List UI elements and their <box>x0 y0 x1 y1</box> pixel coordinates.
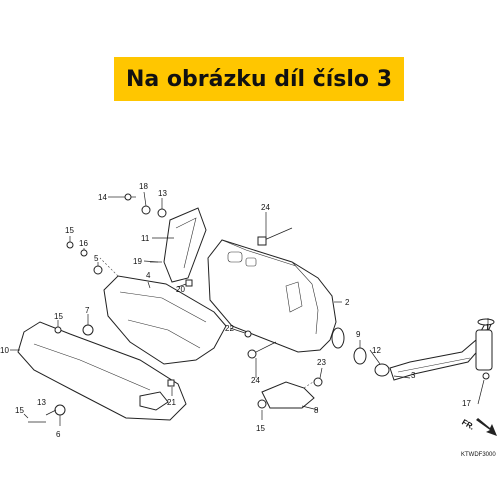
callout-6: 6 <box>56 430 61 439</box>
callout-18: 16 <box>79 239 88 248</box>
heat-shield <box>163 207 207 283</box>
callout-5: 5 <box>94 254 99 263</box>
callout-24: 24 <box>251 376 260 385</box>
callout-7: 7 <box>85 306 90 315</box>
gasket-clamp <box>353 347 390 377</box>
callout-3: 3 <box>411 371 416 380</box>
callout-1: 1 <box>485 323 490 332</box>
callout-16: 15 <box>54 312 63 321</box>
callout-15: 14 <box>98 193 107 202</box>
callout-19: 17 <box>462 399 471 408</box>
front-direction-arrow: FR. <box>460 418 497 436</box>
callout-11: 11 <box>141 234 150 243</box>
callout-15: 15 <box>15 406 24 415</box>
banner-text: Na obrázku díl číslo 3 <box>125 66 393 92</box>
hardware <box>28 193 490 423</box>
callout-15: 15 <box>65 226 74 235</box>
callout-2: 2 <box>345 298 350 307</box>
callout-14: 13 <box>158 189 167 198</box>
callout-21: 19 <box>133 257 142 266</box>
muffler <box>207 239 345 353</box>
bracket <box>261 379 317 409</box>
callout-10: 10 <box>0 346 9 355</box>
leader-lines <box>10 191 489 426</box>
callout-20: 18 <box>139 182 148 191</box>
callout-24: 24 <box>261 203 270 212</box>
direction-label: FR. <box>460 418 476 432</box>
callout-21: 21 <box>167 398 176 407</box>
exhaust-pipe <box>389 318 495 381</box>
callout-13: 13 <box>37 398 46 407</box>
callout-23: 23 <box>317 358 326 367</box>
callout-12: 12 <box>372 346 381 355</box>
muffler-guard <box>99 257 227 365</box>
part-number-banner: Na obrázku díl číslo 3 <box>114 57 404 101</box>
side-cover <box>17 321 187 421</box>
callout-9: 9 <box>356 330 361 339</box>
callout-labels: 14 18 13 11 24 15 16 5 19 4 20 2 15 7 10… <box>0 182 490 439</box>
callout-21: 20 <box>176 285 185 294</box>
callout-22: 22 <box>225 324 234 333</box>
callout-8: 8 <box>314 406 319 415</box>
callout-17: 15 <box>256 424 265 433</box>
diagram-code: KTWDF3000 <box>461 452 496 458</box>
callout-4: 4 <box>146 271 151 280</box>
